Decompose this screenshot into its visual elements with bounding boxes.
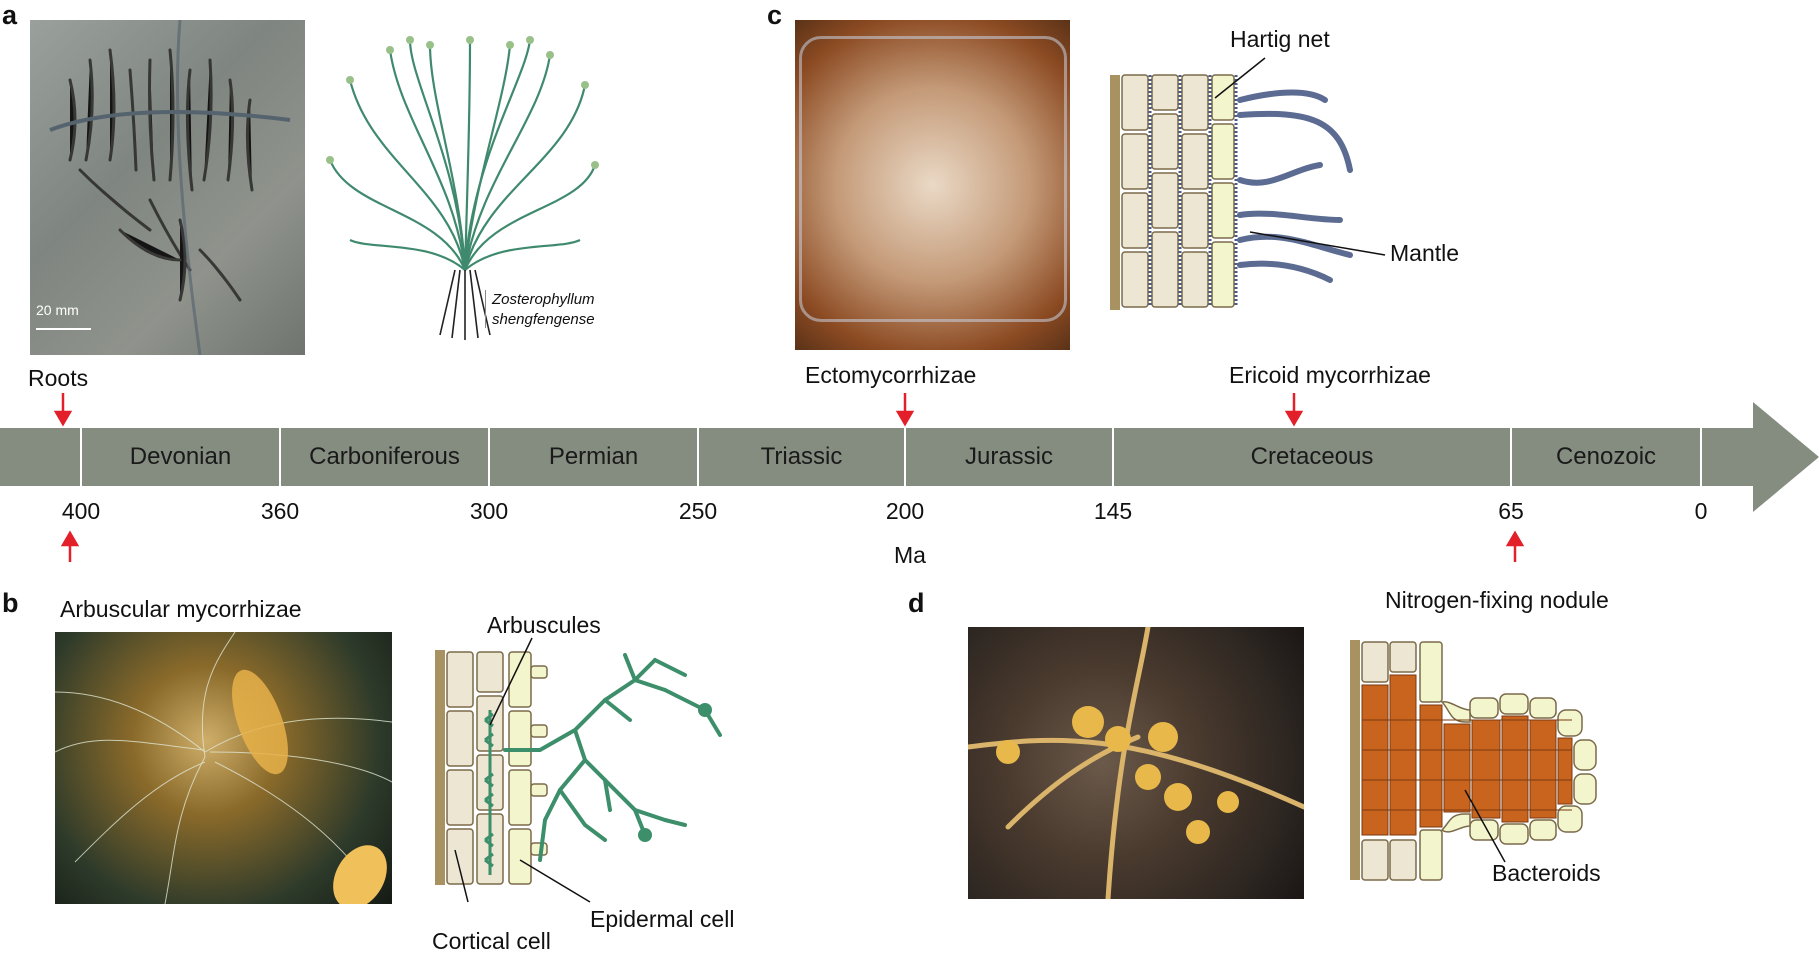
tick-360: 360 — [260, 498, 300, 524]
label-mantle: Mantle — [1390, 240, 1460, 266]
period-devonian: Devonian — [129, 443, 232, 470]
event-roots: Roots — [28, 365, 89, 391]
nodule-texture — [968, 627, 1304, 899]
period-jurassic: Jurassic — [964, 443, 1054, 470]
nodule-photo — [968, 627, 1304, 899]
species-bracket — [485, 290, 486, 328]
label-epidermal-cell: Epidermal cell — [590, 906, 735, 932]
hyphae-texture — [55, 632, 392, 904]
event-ectomycorrhizae: Ectomycorrhizae — [805, 362, 977, 388]
tick-250: 250 — [678, 498, 718, 524]
tick-145: 145 — [1093, 498, 1133, 524]
zosterophyllum-illustration — [326, 36, 599, 340]
fossil-photo: 20 mm — [30, 20, 305, 355]
label-hartig-net: Hartig net — [1230, 26, 1330, 52]
tick-400: 400 — [61, 498, 101, 524]
species-name-line1: Zosterophyllum — [492, 291, 595, 308]
unit-ma: Ma — [894, 542, 926, 568]
panel-c-letter: c — [767, 0, 783, 30]
ectomycorrhizae-photo — [795, 20, 1070, 350]
tick-65: 65 — [1498, 498, 1524, 524]
period-cretaceous: Cretaceous — [1250, 443, 1374, 470]
label-bacteroids: Bacteroids — [1492, 860, 1601, 886]
period-triassic: Triassic — [760, 443, 843, 470]
period-carboniferous: Carboniferous — [309, 443, 460, 470]
tick-0: 0 — [1694, 498, 1708, 524]
arbuscular-diagram — [435, 650, 722, 885]
fossil-texture — [49, 20, 291, 355]
label-arbuscules: Arbuscules — [487, 612, 601, 638]
period-cenozoic: Cenozoic — [1555, 443, 1657, 470]
tick-200: 200 — [885, 498, 925, 524]
tick-300: 300 — [469, 498, 509, 524]
photo-frame — [799, 36, 1067, 322]
panel-a-letter: a — [2, 0, 18, 30]
arbuscular-title: Arbuscular mycorrhizae — [60, 596, 302, 622]
nodule-title: Nitrogen-fixing nodule — [1385, 587, 1609, 613]
period-permian: Permian — [548, 443, 639, 470]
panel-d-letter: d — [908, 588, 925, 618]
species-name-line2: shengfengense — [492, 311, 595, 328]
scale-bar-label: 20 mm — [36, 302, 79, 318]
event-ericoid-mycorrhizae: Ericoid mycorrhizae — [1229, 362, 1431, 388]
label-cortical-cell: Cortical cell — [432, 928, 551, 954]
timeline-bar: Devonian Carboniferous Permian Triassic … — [0, 402, 1819, 512]
arbuscular-photo — [55, 632, 392, 904]
panel-b-letter: b — [2, 588, 19, 618]
scale-bar — [36, 328, 91, 330]
nodule-diagram — [1350, 640, 1597, 881]
timeline-arrow-shape — [0, 402, 1819, 512]
